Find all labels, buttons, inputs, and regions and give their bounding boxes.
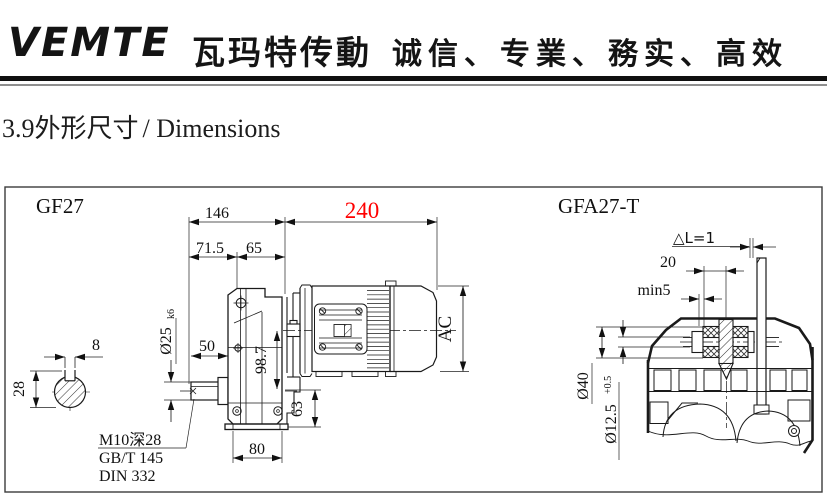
- standard-din: DIN 332: [99, 468, 155, 485]
- dim-65: 65: [246, 240, 262, 257]
- section-number: 3.9: [2, 114, 35, 143]
- motor-fins: [367, 290, 389, 369]
- dim-min5: min5: [638, 282, 671, 299]
- hollow-shaft-hub: [683, 318, 779, 381]
- header-divider-thin: [0, 84, 827, 86]
- dim-20: 20: [660, 254, 676, 271]
- gear-housing: [224, 287, 289, 431]
- left-view-title: GF27: [36, 194, 84, 218]
- section-title: 3.9外形尺寸/ Dimensions: [2, 108, 280, 145]
- shaft-cross-section: [52, 370, 90, 412]
- right-view-title: GFA27-T: [558, 194, 639, 218]
- lower-housing-details: [647, 399, 813, 447]
- terminal-screws: [318, 307, 363, 351]
- brand-logo-latin: VEMTE: [8, 20, 171, 66]
- end-plate-bar: [756, 257, 767, 415]
- gfa-housing: [646, 257, 814, 454]
- motor: [283, 280, 456, 377]
- dim-146: 146: [205, 205, 229, 222]
- dim-keyway-width: 8: [92, 337, 100, 354]
- dim-shaft-height: 28: [11, 381, 28, 397]
- gf27-dimension-lines: [98, 217, 469, 463]
- thread-note: M10深28: [99, 431, 161, 449]
- dim-63: 63: [289, 401, 306, 417]
- gfa-dimension-lines: [591, 238, 776, 460]
- dim-240-highlighted: 240: [345, 198, 380, 223]
- svg-text:+0.5: +0.5: [603, 376, 614, 394]
- dim-d40: Ø40: [575, 372, 592, 400]
- shaft-section-dimensions: [30, 353, 103, 408]
- standard-gbt: GB/T 145: [99, 450, 163, 467]
- dim-d12-5: Ø12.5 +0.5: [603, 376, 620, 444]
- brand-logo-chinese: 瓦玛特传動: [192, 33, 372, 72]
- dim-50: 50: [199, 338, 215, 355]
- svg-text:Ø25: Ø25: [158, 327, 175, 355]
- output-shaft: [180, 376, 298, 406]
- section-title-cn: 外形尺寸: [34, 114, 139, 143]
- section-title-en: / Dimensions: [142, 114, 281, 143]
- drawing-frame: [4, 186, 823, 493]
- svg-text:k6: k6: [166, 309, 177, 319]
- svg-text:Ø12.5: Ø12.5: [603, 404, 620, 444]
- dim-ac: AC: [435, 316, 456, 342]
- cooling-fins: [649, 368, 812, 392]
- header-divider-thick: [0, 76, 827, 81]
- dim-delta-l: △L=1: [673, 229, 715, 247]
- fan-cover: [390, 285, 438, 373]
- dim-98-7: 98.7: [253, 346, 270, 374]
- dim-71-5: 71.5: [196, 240, 224, 257]
- dim-80: 80: [249, 441, 265, 458]
- header-slogan: 诚信、专業、務实、高效: [392, 37, 788, 72]
- dim-shaft-diameter: Ø25 k6: [158, 309, 177, 355]
